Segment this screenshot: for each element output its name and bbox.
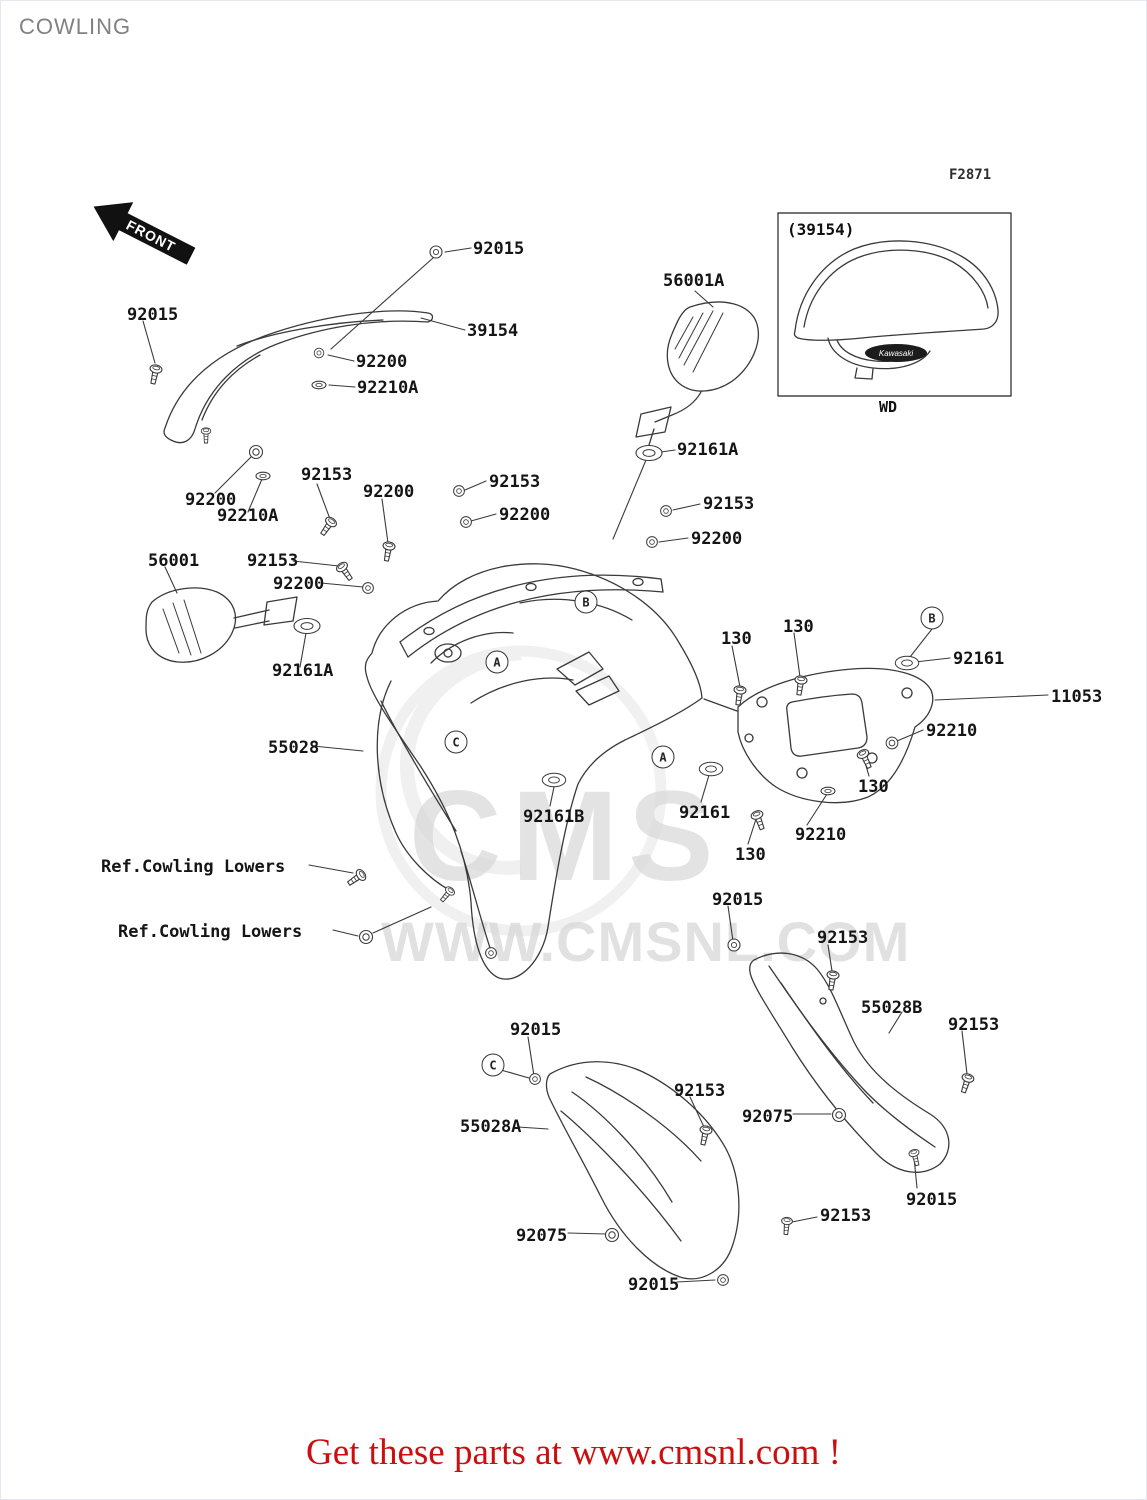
part-label: 130: [783, 617, 814, 637]
part-label: 92153: [247, 551, 299, 571]
part-label: 92075: [742, 1107, 794, 1127]
part-label: 92200: [273, 574, 325, 594]
part-label: 92015: [510, 1020, 562, 1040]
part-label: 55028B: [861, 998, 923, 1018]
inset-windshield-box: Kawasaki: [777, 212, 1012, 397]
left-lower-panel-shape: [545, 1061, 740, 1280]
part-label: 92153: [817, 928, 869, 948]
part-label: 92015: [906, 1190, 958, 1210]
part-label: 92200: [356, 352, 408, 372]
part-label: 56001: [148, 551, 200, 571]
kawasaki-logo-text: Kawasaki: [879, 349, 913, 358]
footer-link[interactable]: Get these parts at www.cmsnl.com !: [306, 1432, 841, 1473]
callout-a: A: [651, 745, 675, 769]
part-label: 92015: [712, 890, 764, 910]
part-label: 130: [735, 845, 766, 865]
part-label: 130: [721, 629, 752, 649]
inset-part-ref: (39154): [787, 220, 855, 239]
fastener-icons: [146, 245, 976, 1286]
part-label: 92015: [473, 239, 525, 259]
windshield-shape: [163, 310, 434, 444]
part-label: 92161A: [272, 661, 334, 681]
callout-c: C: [444, 730, 468, 754]
front-arrow-icon: FRONT: [93, 202, 196, 265]
right-lower-panel-shape: [749, 952, 950, 1173]
part-label: 92153: [948, 1015, 1000, 1035]
part-label: 92200: [185, 490, 237, 510]
watermark-url: WWW.CMSNL.COM: [381, 910, 911, 973]
watermark-cms: CMS: [409, 765, 724, 908]
part-label: 130: [858, 777, 889, 797]
part-label: 92015: [127, 305, 179, 325]
part-label: 55028: [268, 738, 320, 758]
figure-code: F2871: [949, 167, 992, 183]
part-label: 92200: [691, 529, 743, 549]
part-label: 92015: [628, 1275, 680, 1295]
part-label: 11053: [1051, 687, 1103, 707]
kawasaki-logo-icon: [865, 344, 927, 362]
part-label: 39154: [467, 321, 519, 341]
ref-cowling-lowers-label: Ref.Cowling Lowers: [101, 857, 286, 877]
part-label: 92200: [363, 482, 415, 502]
part-label: 92210A: [217, 506, 279, 526]
part-label: 92153: [301, 465, 353, 485]
part-label: 92200: [499, 505, 551, 525]
part-label: 92161A: [677, 440, 739, 460]
part-label: 92210: [926, 721, 978, 741]
part-label: 92153: [674, 1081, 726, 1101]
callout-a: A: [485, 650, 509, 674]
inner-stay-shape: [737, 667, 934, 804]
callout-b: B: [574, 590, 598, 614]
part-label: 92161: [679, 803, 731, 823]
mirror-left-shape: [145, 587, 298, 663]
part-label: 92210A: [357, 378, 419, 398]
watermark-swirl-icon: [375, 645, 667, 937]
part-label: 92210: [795, 825, 847, 845]
ref-cowling-lowers-label: Ref.Cowling Lowers: [118, 922, 303, 942]
part-label: 92153: [820, 1206, 872, 1226]
part-label: 56001A: [663, 271, 725, 291]
part-label: 92075: [516, 1226, 568, 1246]
part-label: 92153: [703, 494, 755, 514]
mirror-right-shape: [635, 301, 759, 446]
part-label: 92161: [953, 649, 1005, 669]
page-title: COWLING: [19, 14, 132, 39]
leader-lines: [142, 247, 1049, 1283]
callout-b: B: [920, 606, 944, 630]
part-label: 55028A: [460, 1117, 522, 1137]
callout-c: C: [481, 1053, 505, 1077]
upper-cowling-shape: [364, 563, 738, 980]
inset-caption: WD: [879, 398, 898, 416]
part-label: 92161B: [523, 807, 585, 827]
part-label: 92153: [489, 472, 541, 492]
